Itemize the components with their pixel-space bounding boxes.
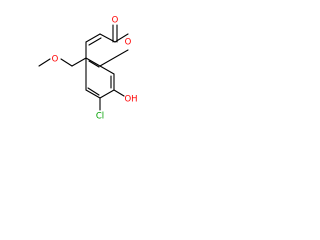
bond-c4-ch2 <box>71 57 87 67</box>
ether-oxygen-label: O <box>52 55 59 65</box>
bond-c3-c4-double-a <box>85 33 101 43</box>
bond-c4a-c8a-inner <box>88 60 100 68</box>
bond-c6-c5 <box>85 89 101 99</box>
ring-oxygen-label: O <box>125 38 132 48</box>
chlorine-label: Cl <box>96 112 104 122</box>
bond-c8a-c8 <box>99 65 115 75</box>
bond-c3-c4-double-b <box>88 37 102 46</box>
bond-c4a-c8a <box>85 57 101 67</box>
bond-ch2-o <box>60 58 73 67</box>
molecule-canvas: O O O OH Cl <box>0 0 150 150</box>
bond-c7-oh <box>113 89 125 97</box>
bond-c6-c5-inner <box>87 87 100 96</box>
carbonyl-oxygen-label: O <box>112 16 119 26</box>
hydroxyl-label: OH <box>124 95 137 105</box>
bond-c8a-o1 <box>99 49 129 67</box>
bond-c7-c6 <box>99 89 115 99</box>
bond-o-ch3 <box>38 58 51 67</box>
structure-diagram: O O O OH Cl <box>38 16 138 122</box>
